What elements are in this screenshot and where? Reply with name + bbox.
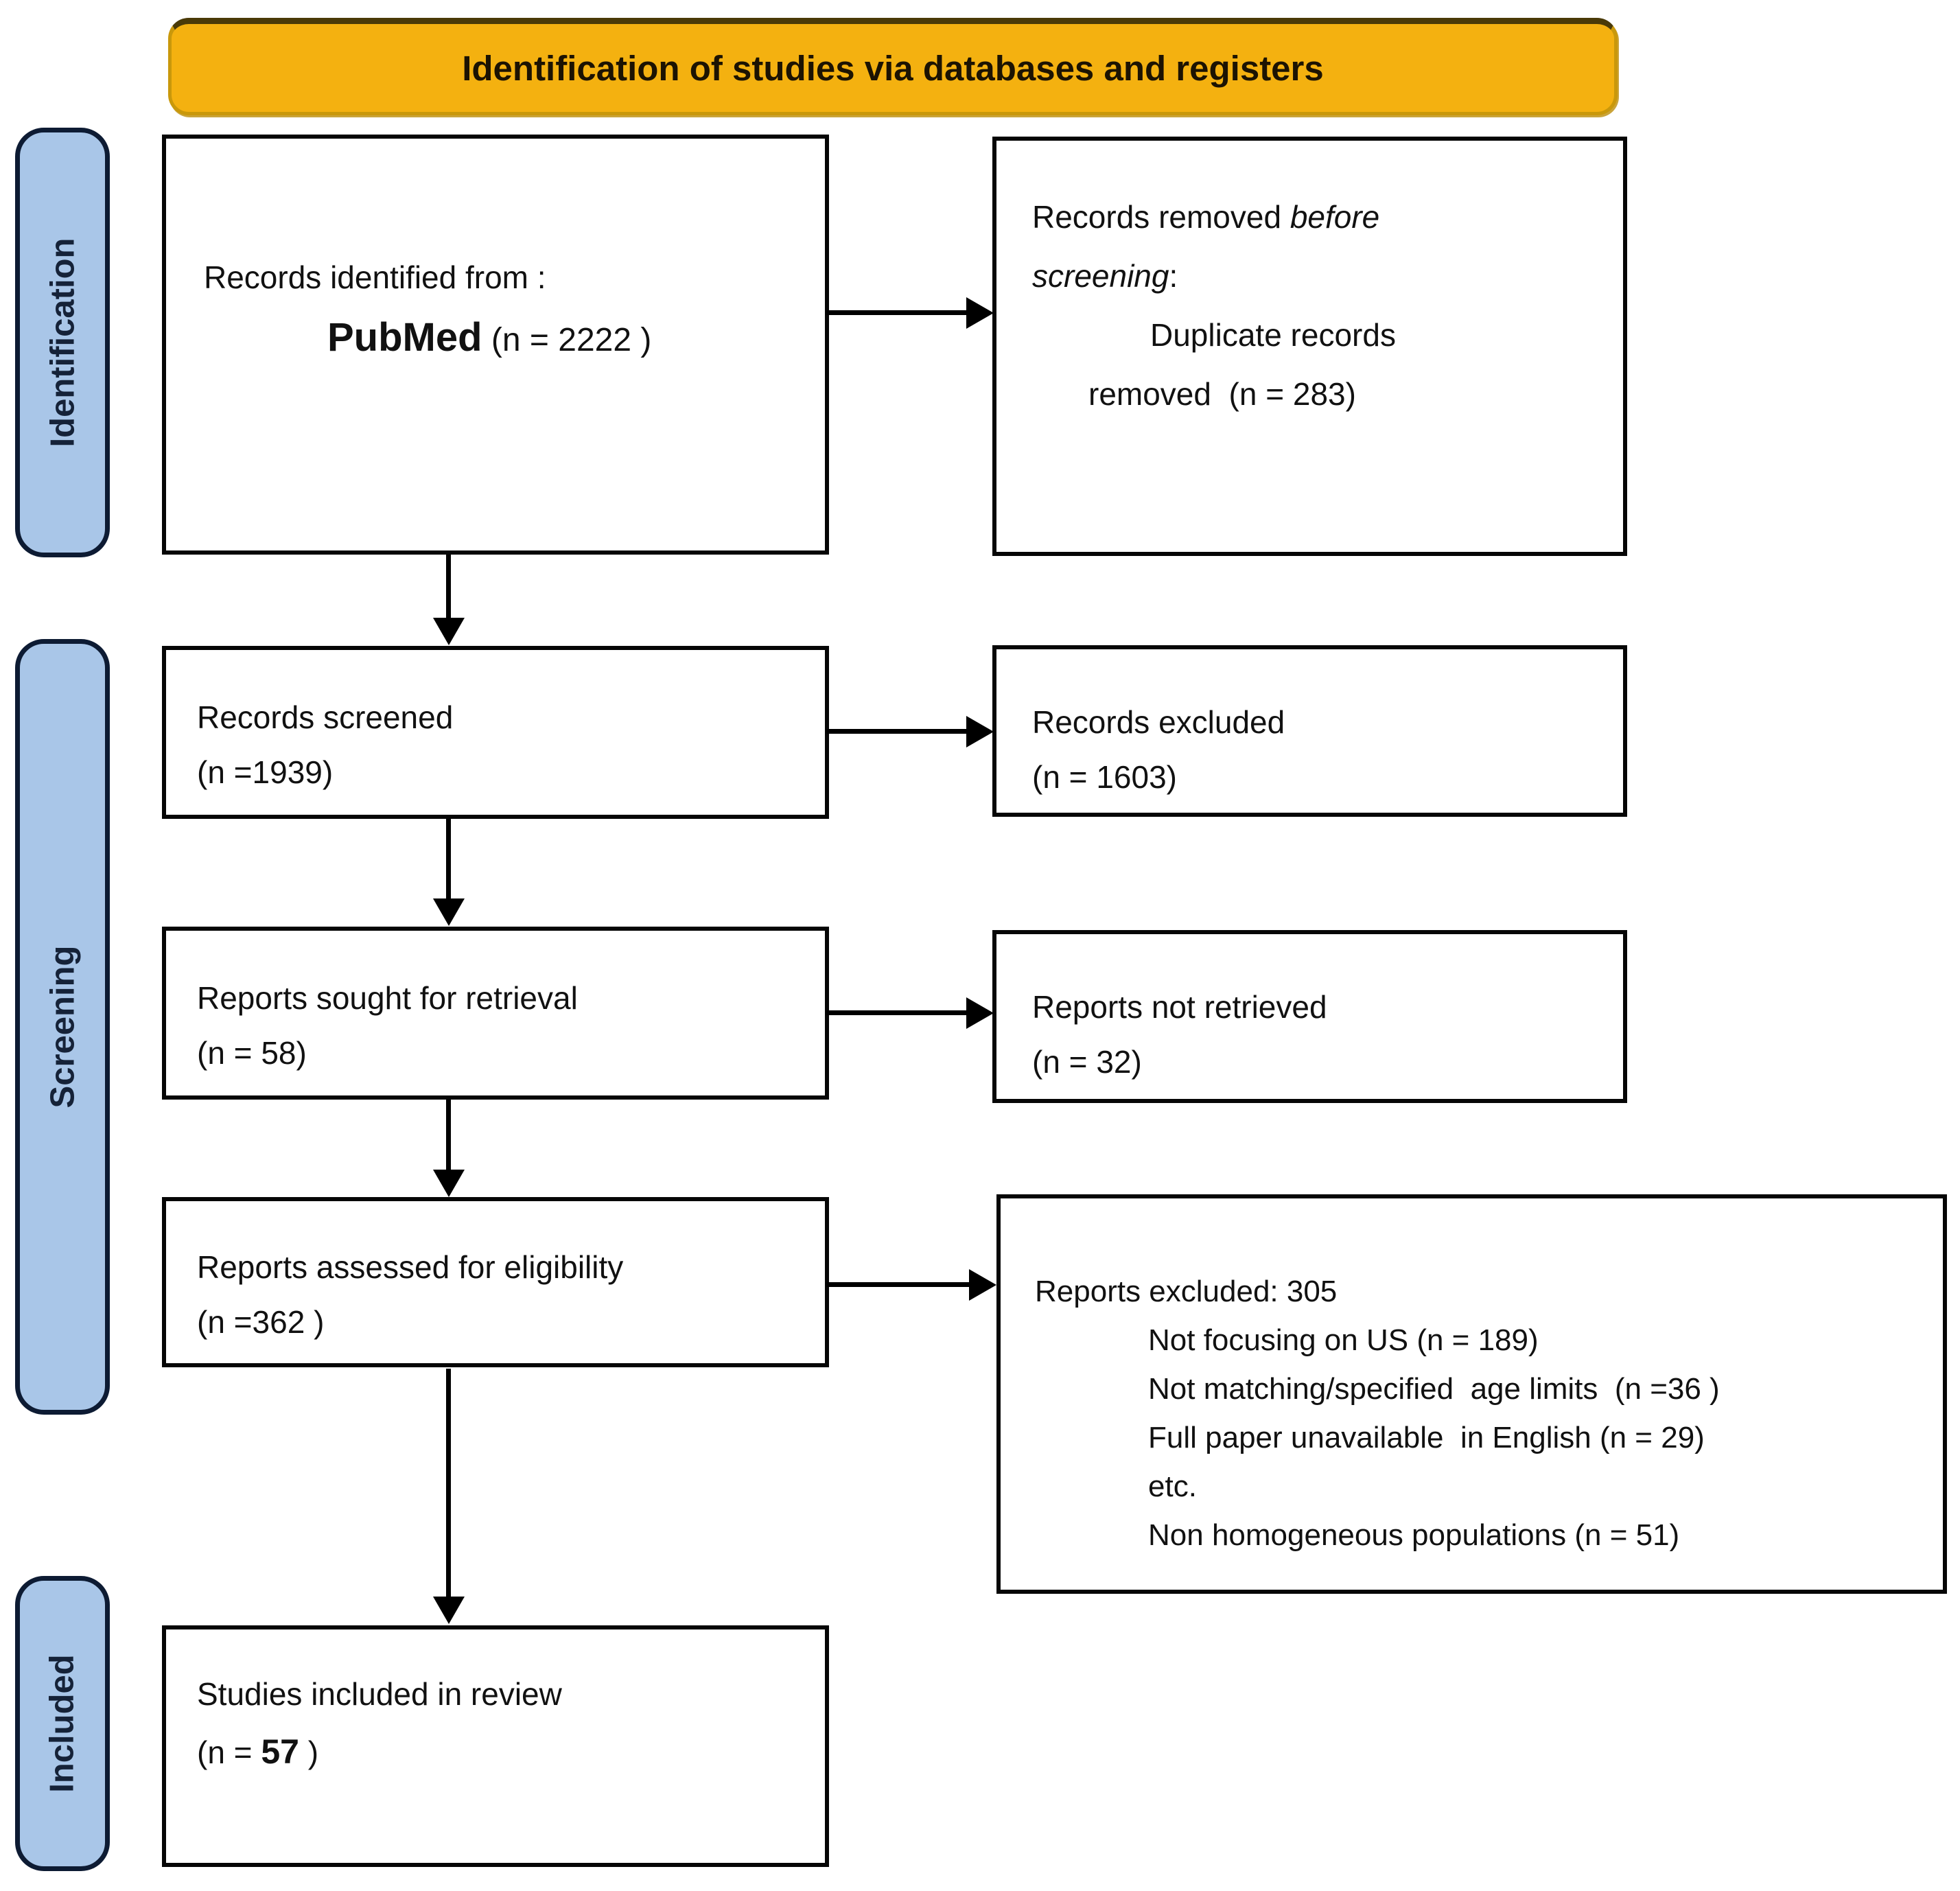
reports-not-retrieved-label: Reports not retrieved [1032,989,1327,1025]
box-reports-assessed: Reports assessed for eligibility (n =362… [162,1197,829,1367]
source-name: PubMed [327,315,482,360]
studies-included-count: (n = 57 ) [197,1723,811,1781]
stage-label-screening: Screening [15,639,110,1415]
reports-excluded-item: Not focusing on US (n = 189) [1148,1323,1539,1357]
reports-excluded-item: etc. [1148,1470,1197,1503]
records-excluded-label: Records excluded [1032,704,1285,740]
reports-excluded-item: Full paper unavailable in English (n = 2… [1148,1421,1705,1454]
header-banner: Identification of studies via databases … [168,18,1618,115]
studies-included-count-value: 57 [261,1732,299,1771]
stage-label-identification-text: Identification [44,237,82,448]
reports-excluded-item: Not matching/specified age limits (n =36… [1148,1372,1720,1406]
records-removed-line2-suffix: : [1169,258,1178,294]
stage-label-included-text: Included [44,1654,81,1793]
records-removed-line2-italic: screening [1032,258,1169,294]
records-removed-line1-normal: Records removed [1032,199,1290,235]
reports-sought-label: Reports sought for retrieval [197,980,578,1016]
stage-label-screening-text: Screening [44,945,82,1109]
records-removed-line2: screening: [1032,246,1609,305]
box-records-identified: Records identified from : PubMed (n = 22… [162,135,829,555]
arrow-sought-to-not-retrieved [826,1010,968,1015]
box-records-removed: Records removed before screening: Duplic… [992,137,1627,556]
reports-sought-count: (n = 58) [197,1035,307,1071]
records-removed-reason-count: removed (n = 283) [1088,376,1356,412]
arrow-assessed-to-excluded-reasons [826,1282,970,1287]
records-removed-line1: Records removed before [1032,187,1609,246]
records-screened-count: (n =1939) [197,754,334,790]
arrow-screened-to-excluded [826,729,968,734]
arrow-identified-to-removed [826,310,968,315]
records-screened-label: Records screened [197,699,454,735]
arrow-sought-to-assessed [446,1100,451,1172]
reports-excluded-item: Non homogeneous populations (n = 51) [1148,1518,1680,1552]
records-removed-reason: Duplicate records [1150,317,1396,353]
reports-assessed-count: (n =362 ) [197,1304,325,1340]
arrow-identified-to-screened [446,555,451,620]
records-excluded-count: (n = 1603) [1032,759,1177,795]
arrow-screened-to-sought [446,819,451,901]
stage-label-identification: Identification [15,128,110,557]
box-reports-sought: Reports sought for retrieval (n = 58) [162,927,829,1100]
records-identified-source: PubMed (n = 2222 ) [327,308,811,371]
box-records-screened: Records screened (n =1939) [162,646,829,819]
source-count: (n = 2222 ) [482,322,652,358]
records-identified-intro: Records identified from : [204,259,546,295]
arrow-assessed-to-included [446,1369,451,1599]
box-reports-not-retrieved: Reports not retrieved (n = 32) [992,930,1627,1103]
reports-assessed-label: Reports assessed for eligibility [197,1249,624,1285]
reports-excluded-title: Reports excluded: 305 [1035,1275,1338,1308]
reports-not-retrieved-count: (n = 32) [1032,1044,1142,1080]
box-studies-included: Studies included in review (n = 57 ) [162,1625,829,1867]
box-records-excluded: Records excluded (n = 1603) [992,645,1627,817]
studies-included-label: Studies included in review [197,1676,562,1712]
studies-included-count-prefix: (n = [197,1735,261,1770]
studies-included-count-suffix: ) [299,1735,319,1770]
stage-label-included: Included [15,1576,110,1871]
records-removed-line1-italic: before [1290,199,1380,235]
box-reports-excluded-reasons: Reports excluded: 305 Not focusing on US… [996,1194,1947,1594]
header-title: Identification of studies via databases … [462,48,1324,88]
